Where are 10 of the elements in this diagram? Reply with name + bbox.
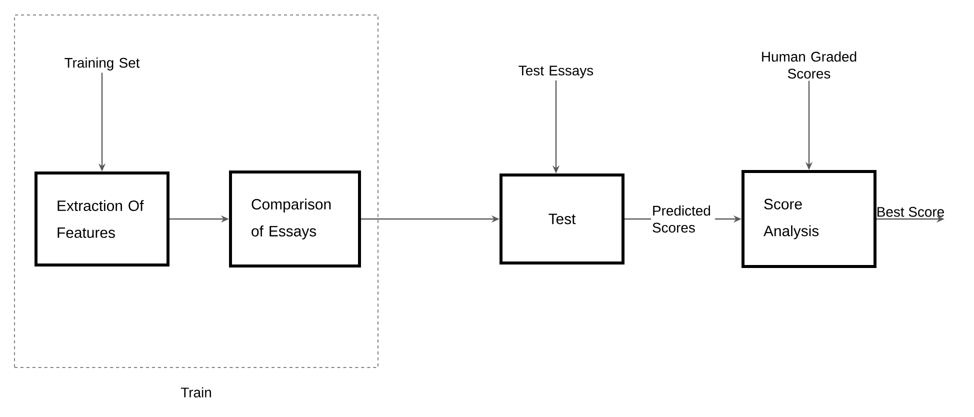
- edge-label: Predicted Scores: [651, 204, 715, 234]
- input-label: Test Essays: [518, 66, 594, 78]
- process-box: Test: [500, 174, 624, 264]
- edge-label: Best Score: [878, 206, 944, 217]
- process-box: Extraction Of Features: [34, 172, 170, 266]
- process-box: Comparison of Essays: [229, 170, 361, 268]
- group-title: Train: [180, 387, 211, 398]
- input-label: Human Graded Scores: [762, 51, 856, 79]
- process-box: Score Analysis: [742, 170, 876, 268]
- input-label: Training Set: [64, 58, 140, 70]
